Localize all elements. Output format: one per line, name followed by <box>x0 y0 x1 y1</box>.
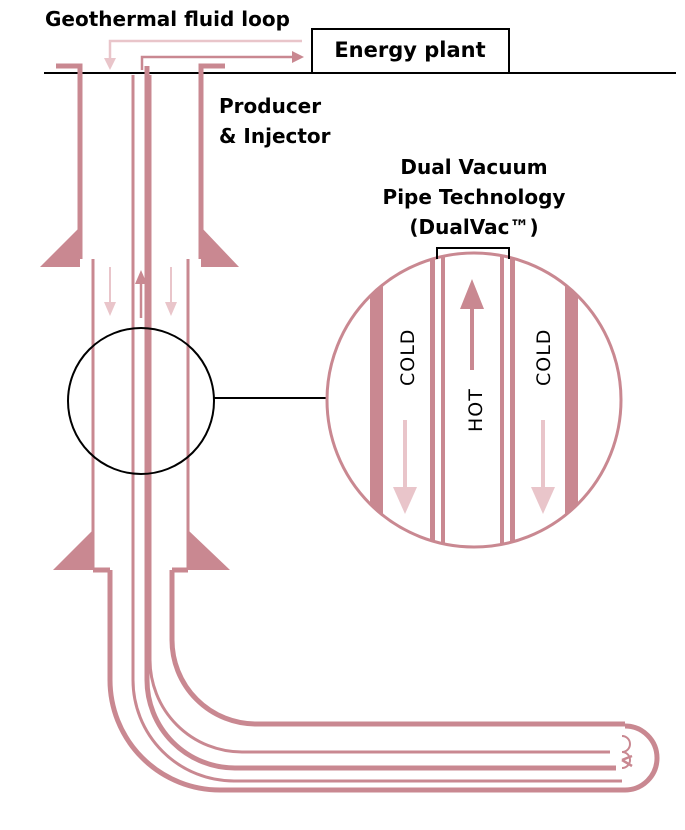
fluid-loop-arrows <box>104 39 304 70</box>
lateral-flow-arrows <box>621 735 633 769</box>
energy-plant-label: Energy plant <box>334 38 485 62</box>
well-flow-arrows <box>104 267 177 318</box>
fluid-return-arrowhead <box>104 58 116 70</box>
packer-bottom-right <box>188 530 230 570</box>
producer-label-1: Producer <box>219 94 321 118</box>
packer-top-left <box>40 227 80 267</box>
zoom-circle <box>325 251 623 549</box>
hot-label: HOT <box>465 388 487 432</box>
producer-label-2: & Injector <box>219 124 331 148</box>
casing-right <box>198 63 225 259</box>
lateral-outer-upper <box>169 570 625 727</box>
inner-pipe-upper <box>131 75 622 783</box>
zoom-detail <box>370 253 578 547</box>
fluid-supply-path <box>140 55 296 70</box>
dualvac-bracket <box>436 247 510 259</box>
packers <box>40 227 239 570</box>
packer-top-right <box>201 227 239 267</box>
inner-pipe-lower <box>144 66 616 771</box>
cold-right-label: COLD <box>533 329 555 386</box>
lateral-outer-lower <box>107 570 660 793</box>
packer-bottom-left <box>53 530 93 570</box>
cold-left-label: COLD <box>397 329 419 386</box>
well <box>56 63 660 793</box>
dualvac-label-2: Pipe Technology <box>383 185 566 209</box>
fluid-return-path <box>108 39 302 64</box>
dualvac-label-3: (DualVac™) <box>409 215 538 239</box>
fluid-supply-arrowhead <box>292 51 304 63</box>
fluid-loop-title: Geothermal fluid loop <box>45 7 290 31</box>
magnifier-small-circle <box>67 327 215 475</box>
casing-left <box>56 63 83 259</box>
energy-plant-box <box>311 28 510 74</box>
dualvac-label-1: Dual Vacuum <box>400 155 547 179</box>
